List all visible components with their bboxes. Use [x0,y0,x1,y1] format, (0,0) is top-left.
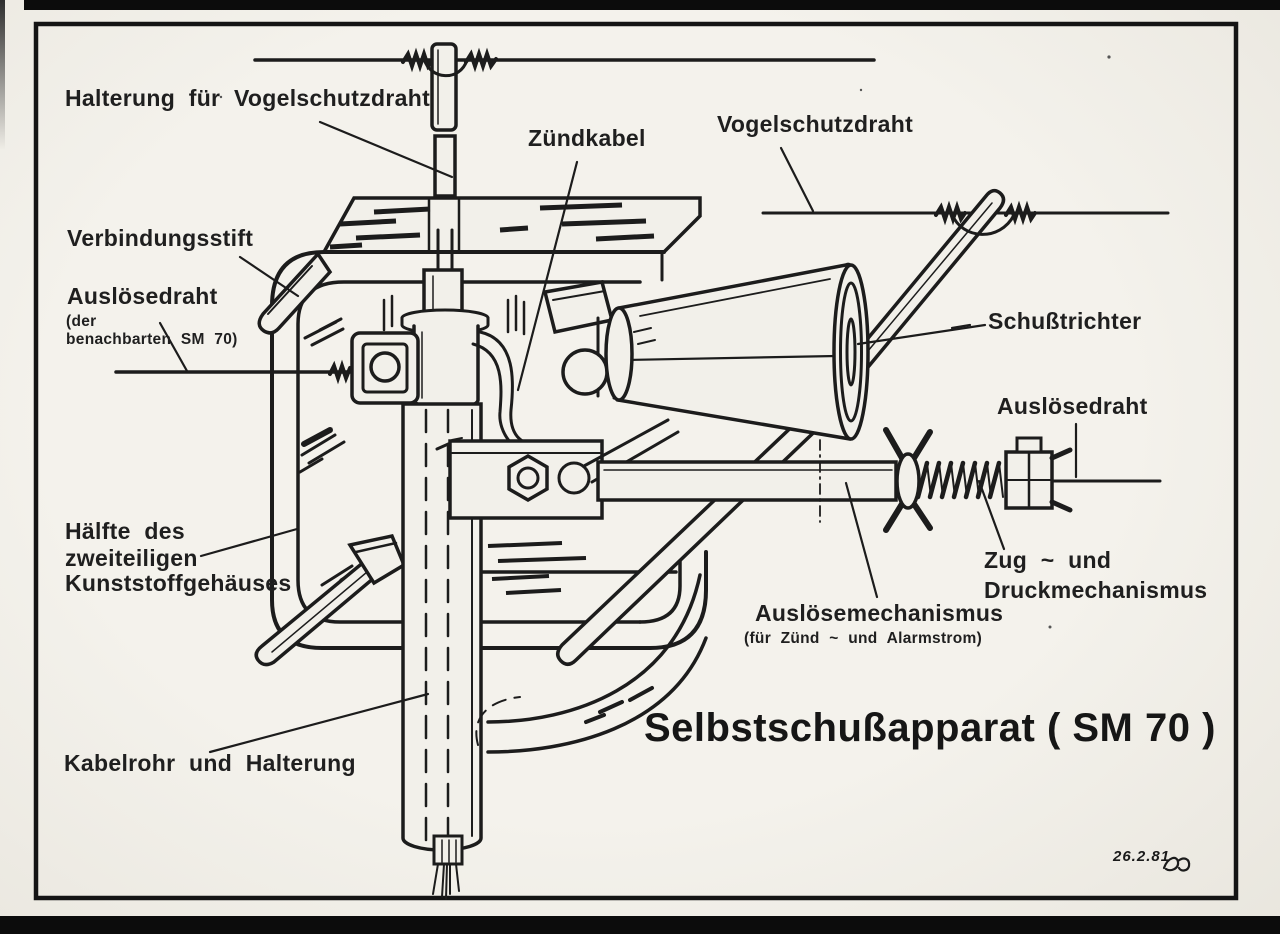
leader-ausloesedraht-links [158,321,189,373]
drawing-frame [33,21,1239,901]
leader-verbindungsstift [238,255,300,298]
hex-nut [507,453,549,503]
label-ausloesedraht-links-sub1: (der [66,313,97,330]
label-halterung: Halterung für Vogelschutzdraht [65,85,431,111]
cable-tube-and-pole [400,42,521,900]
label-zug-druck-2: Druckmechanismus [984,577,1208,603]
photo-border-top [24,0,1280,10]
funnel-body [616,262,867,441]
pivot-circle [557,461,591,495]
frayed-cables [432,863,460,900]
leader-vogelschutzdraht [779,146,815,213]
date-annotation: 26.2.81 [1113,848,1171,865]
leader-zuendkabel [516,160,579,392]
photo-edge-left [0,0,5,150]
shot-funnel [542,188,1016,441]
trigger-box [350,331,420,405]
label-schusstrichter: Schußtrichter [988,308,1142,334]
page-title: Selbstschußapparat ( SM 70 ) [644,706,1216,750]
cross-flange [883,427,933,533]
leader-lines [158,120,1078,754]
wire-clamp [1004,436,1073,513]
label-gehaeusehaelfte-3: Kunststoffgehäuses [65,570,292,596]
leader-gehaeusehaelfte [199,527,299,558]
label-ausloesemechanismus: Auslösemechanismus [755,600,1004,626]
pole-collar [412,324,480,411]
wire-loop-on-arm [950,212,1016,236]
label-kabelrohr: Kabelrohr und Halterung [64,750,356,776]
label-ausloesedraht-links: Auslösedraht [67,283,218,309]
leader-halterung [318,120,454,179]
photo-border-bottom [0,916,1280,934]
leader-ausloesemechanismus [844,481,879,599]
label-ausloesemechanismus-sub: (für Zünd ~ und Alarmstrom) [744,630,983,647]
label-zuendkabel: Zündkabel [528,125,646,151]
top-face-hatching [329,202,655,250]
leader-schusstrichter-dash [950,323,972,330]
leader-kabelrohr [208,692,430,754]
label-vogelschutzdraht: Vogelschutzdraht [717,111,914,137]
bird-protection-wire-top [253,47,876,73]
neighbor-trigger-wire [114,359,356,385]
cable-bundle-exit [432,834,464,866]
label-ausloesedraht-rechts: Auslösedraht [997,393,1148,419]
signature-monogram [1162,856,1191,872]
label-gehaeusehaelfte-1: Hälfte des [65,518,185,544]
bird-protection-wire-right [761,200,1170,226]
housing-shell [257,196,708,650]
paper-specks [219,55,1111,629]
label-verbindungsstift: Verbindungsstift [67,225,254,251]
lower-interior-streaks [487,541,587,595]
cable-conduit [486,573,708,754]
label-ausloesedraht-links-sub2: benachbarten SM 70) [66,331,238,348]
leader-zug-druck [977,479,1006,551]
label-zug-druck-1: Zug ~ und [984,547,1112,573]
pull-push-mechanism [596,427,1073,533]
wire-loop-on-pole [422,57,469,78]
ball-joint [561,348,609,396]
leader-schusstrichter [856,323,987,346]
spring-coil [915,460,1004,500]
label-gehaeusehaelfte-2: zweiteiligen [65,545,198,571]
elbow-fitting [542,279,615,335]
support-rod-left [254,533,407,667]
